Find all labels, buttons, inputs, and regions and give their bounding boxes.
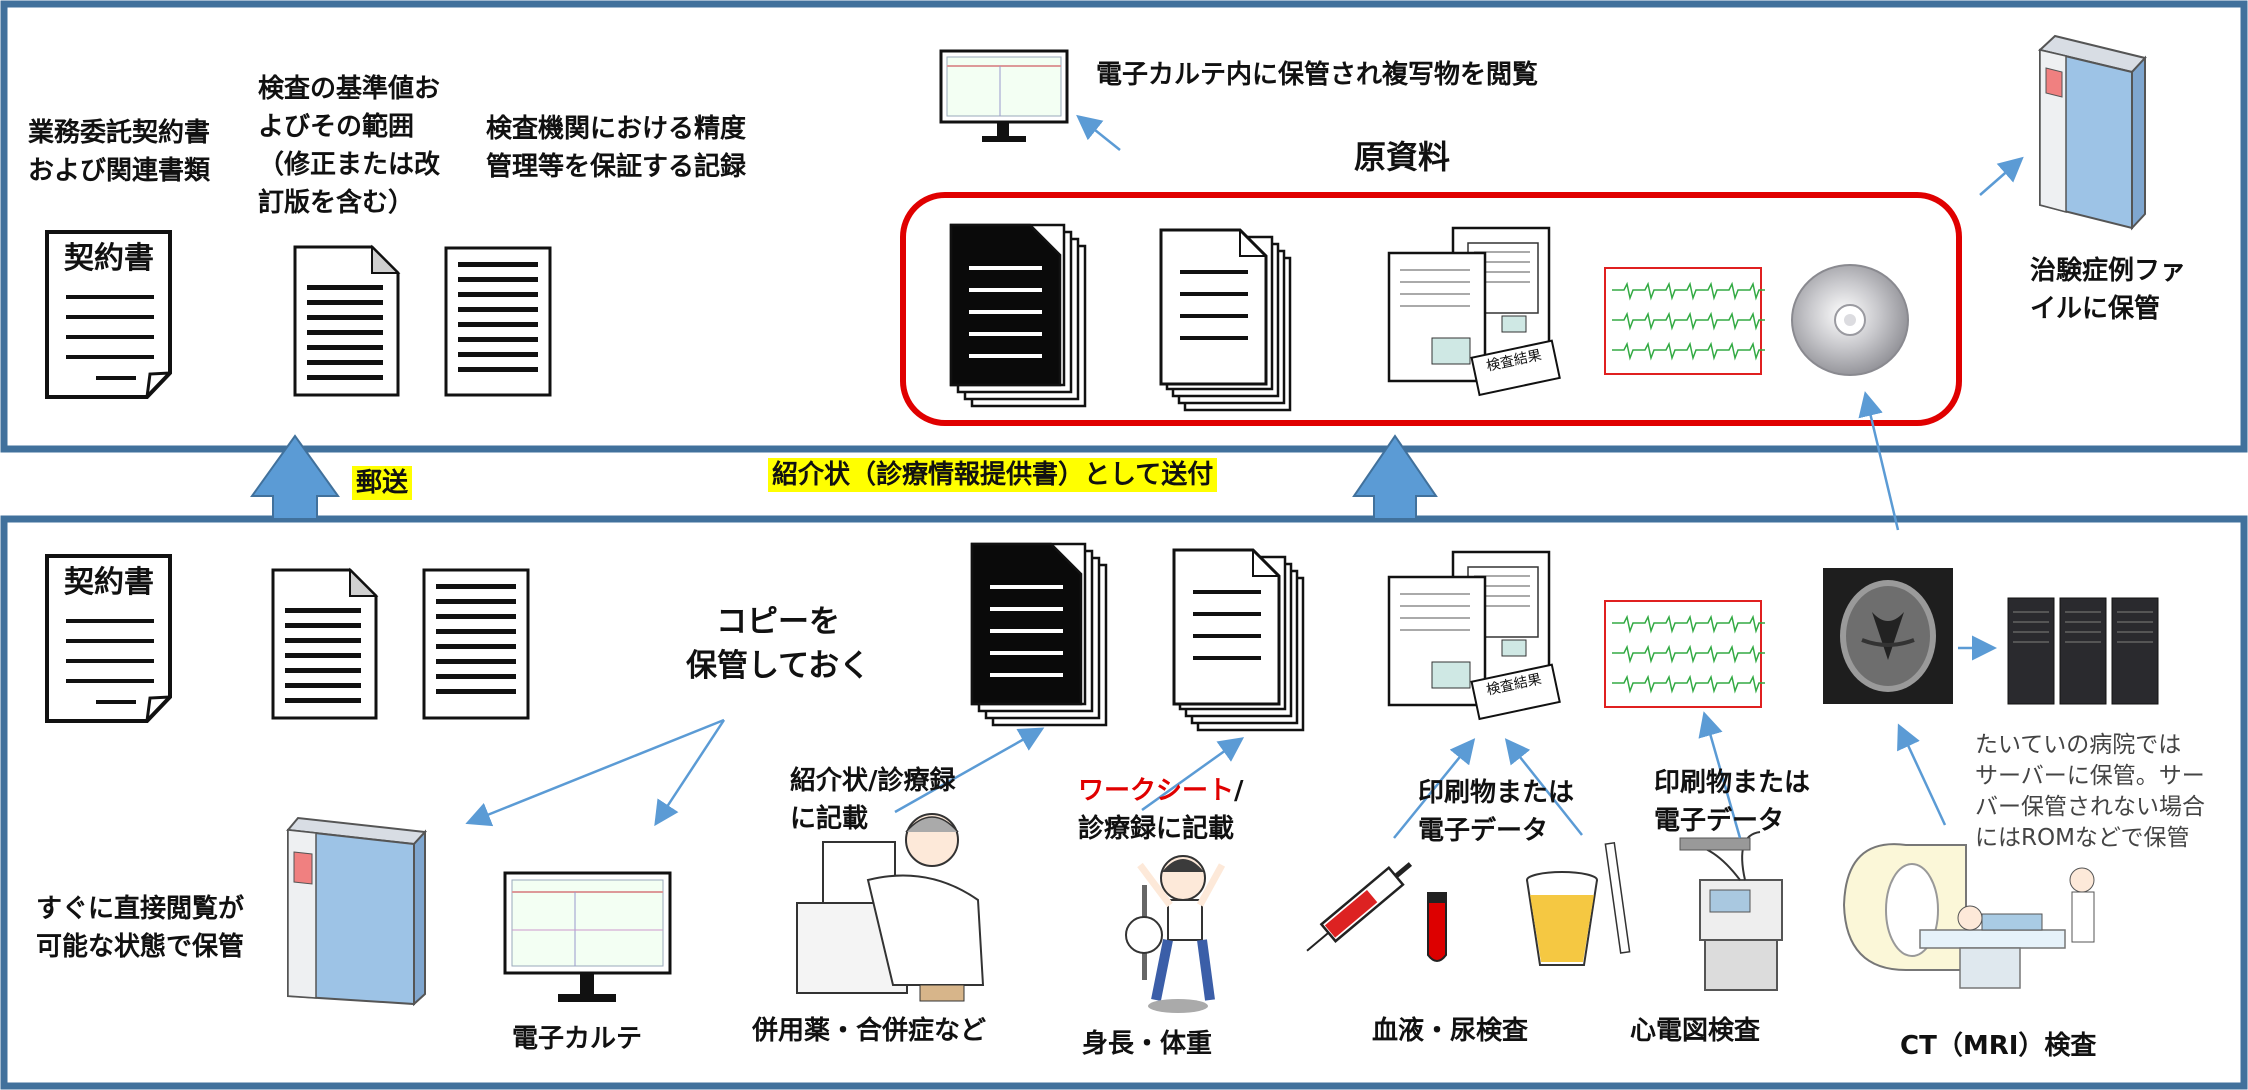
ecg-print-arrow: [1698, 711, 1742, 839]
meds-caption: 併用薬・合併症など: [752, 1016, 987, 1046]
reference-range-document-icon: [293, 244, 401, 397]
text-line: 検査機関における精度: [486, 114, 747, 144]
ct-scan-image-icon: [1823, 568, 1953, 704]
text-line: に記載: [790, 804, 869, 834]
copy-arrow-binder: [465, 718, 725, 827]
text-line: 検査の基準値お: [258, 74, 441, 104]
black-document-stack-icon: [949, 223, 1087, 408]
ct-scanner-illustration: [1842, 843, 2095, 989]
referral-record-label: 紹介状/診療録 に記載: [790, 762, 956, 838]
text-line: 印刷物または: [1654, 768, 1811, 798]
doctor-illustration: [796, 813, 985, 1002]
worksheet-line-1: ワークシート/: [1078, 772, 1244, 810]
white-document-stack-icon: [1159, 228, 1292, 412]
mail-text: 郵送: [352, 466, 413, 500]
referral-record-arrow: [894, 727, 1045, 814]
text-line: 電子データ: [1418, 816, 1549, 846]
urine-cup-icon: [1526, 841, 1631, 966]
source-title: 原資料: [1354, 138, 1451, 176]
lab-report-icon: [1387, 226, 1561, 397]
text-line: 印刷物または: [1418, 778, 1575, 808]
text-line: 可能な状態で保管: [36, 932, 245, 962]
mail-up-arrow: [250, 434, 340, 520]
server-rack-icon: [2007, 597, 2159, 705]
worksheet-label: ワークシート/ 診療録に記載: [1078, 772, 1244, 848]
text-line: 電子データ: [1654, 806, 1785, 836]
source-documents-box: [900, 192, 1962, 426]
text-line: 管理等を保証する記録: [486, 152, 747, 182]
reference-range-copy-icon: [271, 567, 379, 720]
ecg-print-label: 印刷物または 電子データ: [1654, 764, 1810, 840]
contract-document-icon: [45, 230, 172, 399]
contract-docs-label: 業務委託契約書 および関連書類: [28, 114, 210, 190]
text-line: 紹介状/診療録: [790, 766, 956, 796]
keep-copy-label: コピーを 保管しておく: [686, 600, 870, 688]
text-line: たいていの病院では: [1975, 732, 2182, 758]
text-line: 治験症例ファ: [2030, 256, 2187, 286]
referral-text: 紹介状（診療情報提供書）として送付: [768, 458, 1218, 492]
ct-image-arrow: [1897, 723, 1947, 826]
lab-report-copy-icon: [1387, 550, 1561, 721]
emr-view-label: 電子カルテ内に保管され複写物を閲覧: [1096, 60, 1539, 90]
emr-view-arrow: [1076, 114, 1121, 151]
ct-caption: CT（MRI）検査: [1900, 1031, 2097, 1061]
case-file-binder-icon: [2037, 34, 2147, 231]
emr-caption: 電子カルテ: [512, 1024, 643, 1054]
text-line: 診療録に記載: [1078, 814, 1235, 844]
text-line: サーバーに保管。サー: [1975, 763, 2205, 789]
rom-to-source-arrow: [1858, 391, 1900, 531]
text-line: （修正または改: [258, 150, 441, 180]
text-line: コピーを: [716, 604, 841, 640]
server-note: たいていの病院では サーバーに保管。サー バー保管されない場合 にはROMなどで…: [1975, 730, 2205, 854]
text-line: イルに保管: [2030, 294, 2161, 324]
direct-view-label: すぐに直接閲覧が 可能な状態で保管: [36, 890, 244, 966]
text-line: すぐに直接閲覧が: [36, 894, 245, 924]
text-line: 保管しておく: [686, 648, 871, 684]
contract-stamp-top: 契約書: [64, 241, 154, 276]
blood-tube-icon: [1427, 892, 1447, 962]
copy-arrow-emr: [654, 719, 726, 827]
blood-print-arrow-2: [1504, 738, 1583, 836]
accuracy-record-label: 検査機関における精度 管理等を保証する記録: [486, 110, 746, 186]
referral-up-arrow: [1352, 434, 1438, 520]
height-caption: 身長・体重: [1082, 1029, 1213, 1059]
cd-rom-icon: [1791, 264, 1909, 376]
ecg-chart-copy-icon: [1604, 600, 1765, 708]
accuracy-record-copy-icon: [422, 568, 530, 720]
text-line: にはROMなどで保管: [1975, 825, 2190, 851]
blood-print-label: 印刷物または 電子データ: [1418, 774, 1574, 850]
contract-copy-icon: [45, 554, 172, 723]
black-document-stack-copy-icon: [970, 542, 1108, 727]
ecg-caption: 心電図検査: [1630, 1016, 1761, 1046]
syringe-icon: [1306, 862, 1413, 952]
worksheet-arrow: [1141, 737, 1245, 812]
text-line: 訂版を含む）: [258, 188, 415, 218]
text-line: および関連書類: [28, 156, 211, 186]
reference-range-label: 検査の基準値お よびその範囲 （修正または改 訂版を含む）: [258, 70, 440, 222]
referral-label: 紹介状（診療情報提供書）として送付: [768, 458, 1218, 492]
ecg-machine-illustration: [1679, 831, 1783, 991]
text-line: 業務委託契約書: [28, 118, 211, 148]
accuracy-record-document-icon: [444, 246, 552, 397]
contract-stamp-bottom: 契約書: [64, 565, 154, 600]
case-file-label: 治験症例ファ イルに保管: [2030, 252, 2186, 328]
height-weight-illustration: [1125, 855, 1226, 1013]
text-line: バー保管されない場合: [1975, 794, 2205, 820]
worksheet-slash: /: [1234, 776, 1244, 806]
direct-view-binder-icon: [286, 816, 428, 1007]
ecg-chart-icon: [1604, 267, 1765, 375]
blood-print-arrow-1: [1393, 738, 1476, 839]
white-document-stack-copy-icon: [1172, 548, 1305, 732]
binder-arrow: [1979, 156, 2024, 196]
worksheet-word: ワークシート: [1078, 776, 1235, 806]
text-line: よびその範囲: [258, 112, 415, 142]
emr-monitor-icon: [939, 49, 1069, 142]
mail-label: 郵送: [352, 466, 413, 500]
blood-caption: 血液・尿検査: [1372, 1016, 1529, 1046]
emr-terminal-icon: [503, 871, 672, 1002]
